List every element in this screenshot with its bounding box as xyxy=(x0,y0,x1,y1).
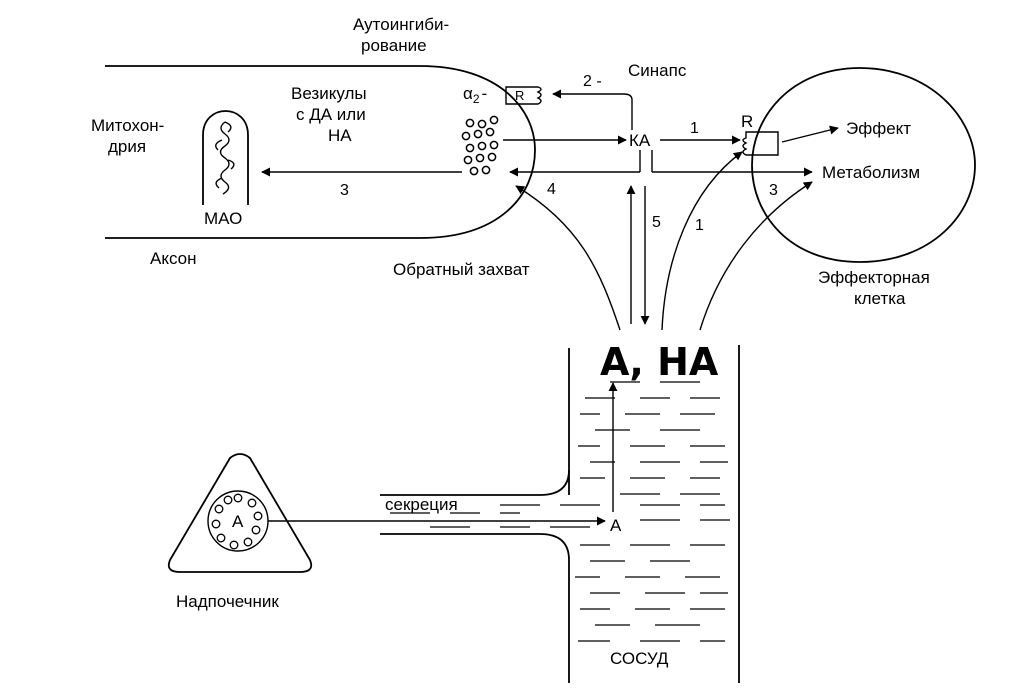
label-mao: МАО xyxy=(204,209,242,228)
curve-3-blood-to-metabolism xyxy=(699,181,813,331)
label-mitochondria-2: дрия xyxy=(108,137,146,156)
label-receptor-auto: R xyxy=(515,88,524,103)
label-synapse: Синапс xyxy=(628,61,687,80)
label-vessel-top: А, НА xyxy=(600,340,719,384)
label-secretion: секреция xyxy=(385,495,458,514)
arrow-2-autoinhibition xyxy=(552,89,633,130)
label-pathway-1-upper: 1 xyxy=(690,120,699,137)
vessel-branch-lower xyxy=(380,533,570,683)
adrenal-granules xyxy=(211,493,263,550)
label-ka: КА xyxy=(629,131,651,150)
label-adrenal-cell: А xyxy=(232,512,244,531)
effect-arrow xyxy=(781,125,839,143)
label-adrenal: Надпочечник xyxy=(176,592,279,611)
label-effect: Эффект xyxy=(846,119,911,138)
mitochondrion-cristae xyxy=(215,121,235,195)
alpha-dash: - xyxy=(482,84,488,103)
alpha-symbol: α xyxy=(463,84,473,103)
label-effector-cell-1: Эффекторная xyxy=(818,268,930,287)
label-autoinhibition-1: Аутоингиби- xyxy=(353,15,449,34)
label-effector-cell-2: клетка xyxy=(854,289,906,308)
label-pathway-3-left: 3 xyxy=(340,182,349,199)
autoreceptor xyxy=(505,86,542,105)
label-receptor-effector: R xyxy=(741,112,753,131)
curve-1-blood-to-receptor xyxy=(661,151,743,331)
curve-4-blood-to-terminal xyxy=(515,185,621,331)
label-axon: Аксон xyxy=(150,249,197,268)
alpha-subscript: 2 xyxy=(473,92,480,106)
mitochondrion-outline xyxy=(202,110,249,205)
label-vesicles-3: НА xyxy=(328,126,352,145)
label-reuptake: Обратный захват xyxy=(393,260,530,279)
vessel-branch-upper xyxy=(380,469,570,496)
blood-dashes xyxy=(390,381,730,642)
effector-receptor xyxy=(742,131,779,156)
adrenal-gland-outline xyxy=(167,453,313,573)
label-pathway-5: 5 xyxy=(652,214,661,231)
label-pathway-1-lower: 1 xyxy=(695,217,704,234)
label-autoinhibition-2: рование xyxy=(361,36,427,55)
label-mitochondria-1: Митохон- xyxy=(91,116,164,135)
label-pathway-4: 4 xyxy=(547,181,556,198)
label-metabolism: Метаболизм xyxy=(822,163,920,182)
label-pathway-2: 2 - xyxy=(583,73,602,90)
axon-terminal-outline xyxy=(105,65,536,239)
label-vesicles-2: с ДА или xyxy=(296,105,366,124)
vesicles xyxy=(461,115,499,176)
label-alpha2: α2- xyxy=(463,84,487,106)
label-vessel: СОСУД xyxy=(610,649,669,668)
label-pathway-3-right: 3 xyxy=(769,182,778,199)
label-vesicles-1: Везикулы xyxy=(291,84,367,103)
effector-cell-outline xyxy=(751,67,976,263)
label-vessel-a: А xyxy=(610,516,622,535)
